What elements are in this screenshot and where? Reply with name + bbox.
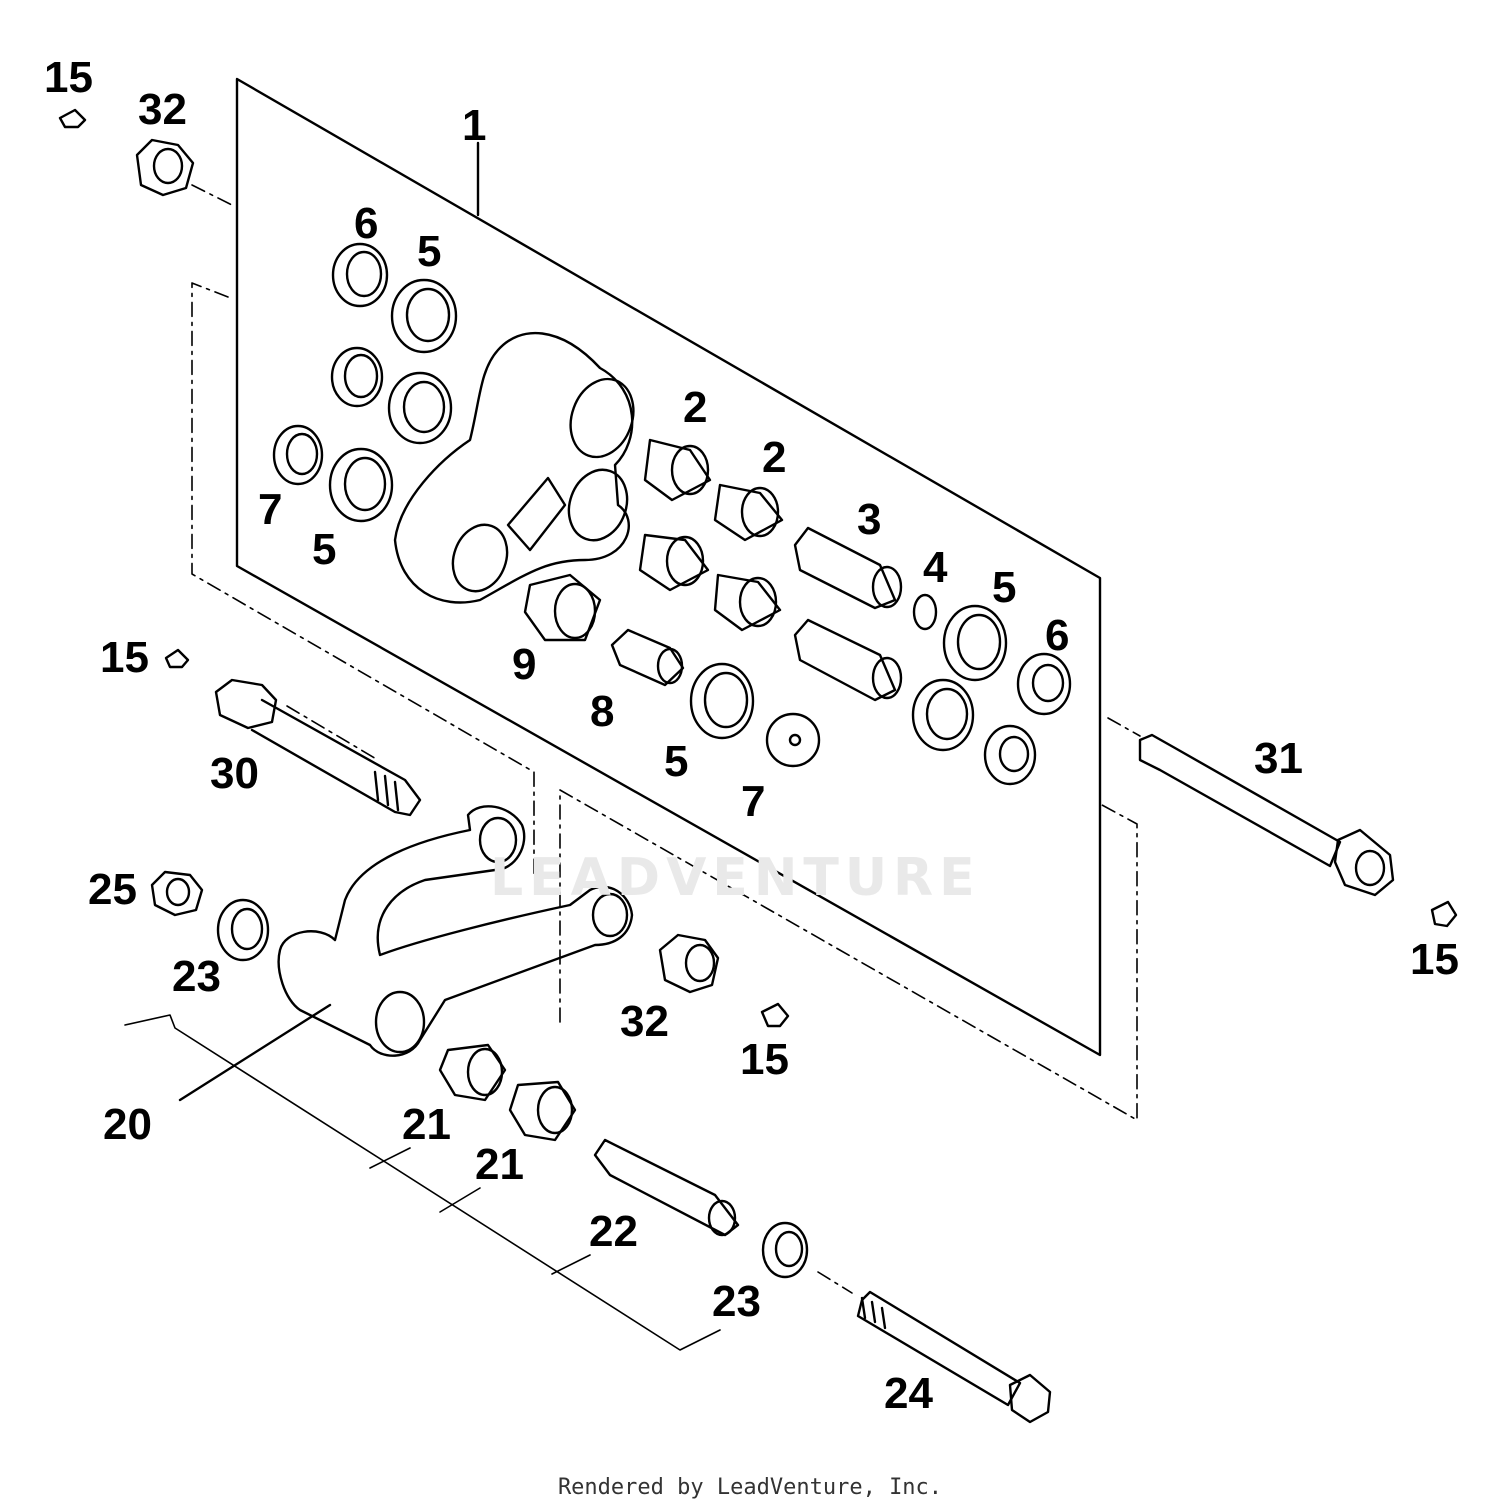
needle-bearing-mid-b (715, 575, 780, 630)
callout-5-top: 5 (417, 227, 442, 276)
seal-5-left (330, 449, 392, 521)
washer-23-top (218, 900, 268, 960)
sleeve-3-upper (795, 528, 901, 608)
seal-mid-right (389, 373, 451, 443)
seal-6-right (1018, 654, 1070, 714)
cap-15-mid-left (166, 650, 188, 667)
callout-1: 1 (462, 101, 487, 150)
callout-24: 24 (884, 1369, 933, 1418)
callout-23-top: 23 (172, 952, 221, 1001)
nut-25 (152, 872, 202, 915)
assembly-line-30 (287, 706, 378, 760)
callout-2-a: 2 (683, 383, 708, 432)
bolt-30 (216, 680, 420, 815)
ring-4 (914, 595, 936, 629)
needle-bearing-21a (440, 1045, 505, 1100)
callout-15-right: 15 (1410, 935, 1459, 984)
callout-6-top: 6 (354, 199, 379, 248)
callout-4: 4 (923, 543, 948, 592)
callout-31: 31 (1254, 734, 1303, 783)
seal-5-right (944, 606, 1006, 680)
footer-credit: Rendered by LeadVenture, Inc. (557, 1475, 943, 1500)
callout-8: 8 (590, 687, 615, 736)
assembly-line-left-bracket (192, 283, 534, 875)
assembly-line-right-bracket (560, 790, 1137, 1120)
callout-3: 3 (857, 495, 882, 544)
callout-6-right: 6 (1045, 611, 1070, 660)
callout-25: 25 (88, 865, 137, 914)
assembly-line-31 (1108, 718, 1140, 736)
needle-bearing-9 (525, 575, 600, 640)
callout-9: 9 (512, 640, 537, 689)
callout-20: 20 (103, 1100, 152, 1149)
bolt-24 (858, 1292, 1050, 1422)
spacer-8 (612, 630, 683, 685)
washer-23-bottom (763, 1223, 807, 1277)
seal-6-top (333, 244, 387, 306)
needle-bearing-21b (510, 1082, 575, 1140)
callout-32-mid: 32 (620, 997, 669, 1046)
seal-5-top (392, 280, 456, 352)
callout-15-top-left: 15 (44, 53, 93, 102)
seal-5-right-lower (913, 680, 973, 750)
seal-5-bottom (691, 664, 753, 738)
callout-22: 22 (589, 1207, 638, 1256)
callout-5-bottom: 5 (664, 737, 689, 786)
callout-5-right: 5 (992, 563, 1017, 612)
callout-21-b: 21 (475, 1140, 524, 1189)
linkage-lever (395, 333, 644, 602)
callout-23-bottom: 23 (712, 1277, 761, 1326)
spacer-7-bottom (767, 714, 819, 766)
sleeve-3-lower (795, 620, 901, 700)
leader-20 (180, 1005, 330, 1100)
callout-7-bottom: 7 (741, 777, 766, 826)
flange-nut-32-mid (660, 935, 718, 992)
callout-15-center: 15 (740, 1035, 789, 1084)
cap-15-right (1432, 902, 1456, 926)
callout-15-mid: 15 (100, 633, 149, 682)
watermark: LEADVENTURE (490, 848, 981, 908)
callout-21-a: 21 (402, 1100, 451, 1149)
sleeve-22 (595, 1140, 738, 1235)
seal-mid-left (332, 348, 382, 406)
cap-15-center (762, 1004, 788, 1026)
seal-7-right (985, 726, 1035, 784)
kit-panel-outline (237, 79, 1100, 1055)
link-arm-20 (279, 806, 632, 1055)
leader-21a (370, 1148, 410, 1168)
flange-nut-32-top (137, 140, 193, 195)
callout-30: 30 (210, 749, 259, 798)
callout-2-b: 2 (762, 433, 787, 482)
group-bracket (125, 1015, 720, 1350)
needle-bearing-mid-a (640, 535, 708, 590)
cap-15-top-left (60, 110, 85, 127)
needle-bearing-2a (645, 440, 710, 500)
callout-5-left: 5 (312, 525, 337, 574)
leader-22 (552, 1255, 590, 1274)
assembly-line-24 (818, 1272, 852, 1293)
seal-7-left (274, 426, 322, 484)
callout-32-top: 32 (138, 85, 187, 134)
bolt-31 (1140, 735, 1393, 895)
callout-7-left: 7 (258, 485, 283, 534)
assembly-line-32-top (192, 185, 232, 205)
needle-bearing-2b (715, 485, 782, 540)
leader-21b (440, 1188, 480, 1212)
